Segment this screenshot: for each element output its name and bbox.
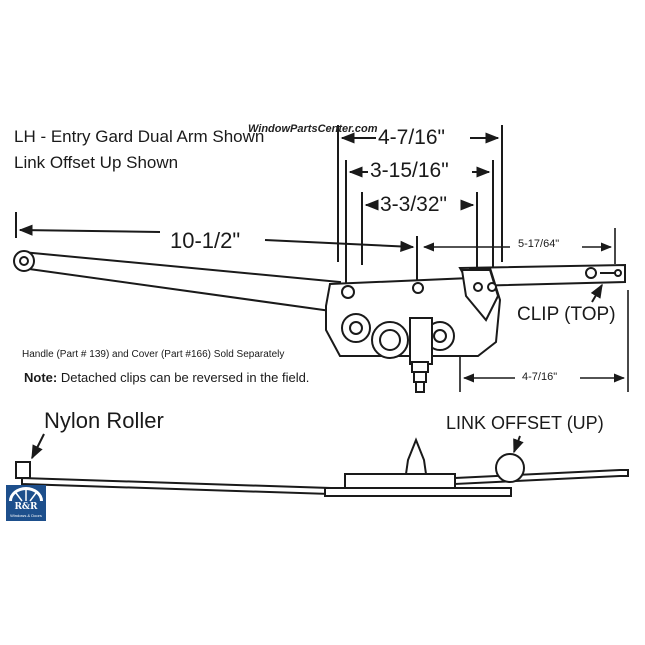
diagram-title: LH - Entry Gard Dual Arm Shown [14,127,265,146]
dimension-top-overall [337,125,503,262]
dimension-label-arm-length: 10-1/2" [170,228,241,253]
main-arm [13,250,342,314]
clip-pointer [590,283,603,303]
dimension-link-span [422,228,616,264]
dimension-label-middle: 3-15/16" [370,159,449,182]
dimension-lower-span [459,290,629,392]
diagram-subtitle: Link Offset Up Shown [14,153,179,172]
watermark-text: WindowPartsCenter.com [248,123,378,135]
dimension-label-lower-span: 4-7/16" [522,371,558,383]
logo-subtext: Windows & Doors [10,513,42,518]
detached-clips-note: Note: Detached clips can be reversed in … [24,371,309,384]
clip-top-label: CLIP (TOP) [517,304,616,325]
nylon-roller-label: Nylon Roller [44,408,164,433]
crank-stud [411,361,429,393]
note-text: Detached clips can be reversed in the fi… [57,370,310,385]
dimension-label-top-overall: 4-7/16" [378,126,445,149]
link-offset-label: LINK OFFSET (UP) [446,413,604,433]
link-offset-pointer [513,435,524,454]
side-profile-view [15,437,629,497]
handle-cover-note: Handle (Part # 139) and Cover (Part #166… [22,349,285,360]
note-prefix: Note: [24,370,58,385]
dimension-label-inner: 3-3/32" [380,193,447,216]
dimension-label-link-span: 5-17/64" [518,238,560,250]
nylon-roller-pointer [31,433,45,460]
rr-windows-logo-icon [6,485,46,521]
logo-text: R&R [14,502,38,512]
gear-housing [325,267,502,365]
dimension-middle [345,160,494,285]
dimension-arm-length [15,212,418,280]
